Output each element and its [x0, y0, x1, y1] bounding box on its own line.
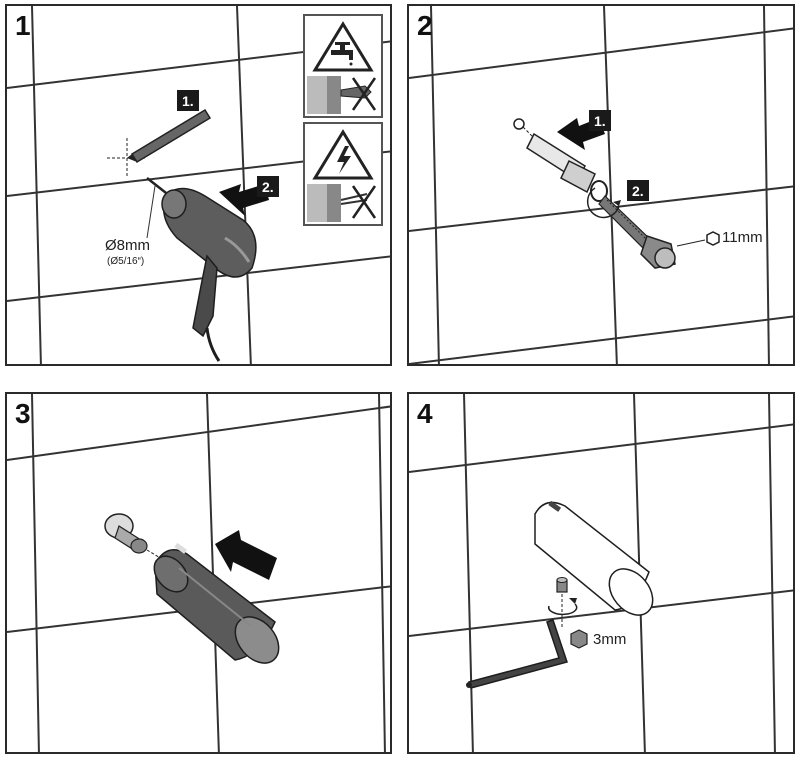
pencil-icon [127, 108, 212, 164]
forbidden-cross-icon [351, 77, 377, 111]
step-number: 4 [417, 398, 433, 429]
step-number: 3 [15, 398, 31, 429]
drill-size-label: Ø8mm [105, 237, 150, 254]
water-pipe-warning [303, 14, 383, 118]
step-label-2: 2. [627, 180, 649, 201]
cylinder-holder-icon [534, 500, 654, 616]
tighten-screw-illustration [409, 394, 793, 752]
drill-illustration [7, 6, 390, 364]
wrench-leader-line [676, 239, 706, 247]
drill-hole-marker [513, 118, 525, 130]
push-arrow-icon [219, 184, 269, 216]
anchor-illustration [409, 6, 793, 364]
cylinder-holder-icon [153, 542, 280, 664]
step-number: 2 [417, 10, 433, 41]
drill-icon [161, 187, 257, 362]
grub-screw-icon [556, 577, 568, 593]
rotate-arrow-icon [547, 603, 578, 616]
rotate-arrow-icon [586, 187, 620, 219]
size-leader-line [146, 185, 156, 239]
bolt-icon [598, 195, 676, 269]
hex-nut-icon [706, 231, 720, 246]
wall-fitting-icon [104, 513, 148, 554]
wrench-size-label: 11mm [722, 229, 763, 246]
step-number: 1 [15, 10, 31, 41]
forbidden-cross-icon [351, 185, 377, 219]
faucet-icon [331, 42, 353, 66]
electric-cable-warning [303, 122, 383, 226]
push-arrow-icon [215, 530, 277, 580]
holder-mount-illustration [7, 394, 390, 752]
drill-size-imperial-label: (Ø5/16“) [107, 256, 145, 267]
lightning-icon [337, 146, 351, 174]
step-1-panel: 1 1. 2. Ø8mm (Ø5/16“) [5, 4, 392, 366]
hex-key-icon [466, 619, 568, 689]
key-size-label: 3mm [593, 631, 627, 648]
step-label-1: 1. [177, 90, 199, 111]
hex-key-size-icon [570, 629, 588, 649]
step-2-panel: 2 1. 2. 11mm [407, 4, 795, 366]
step-label-2: 2. [257, 176, 279, 197]
step-4-panel: 4 3mm [407, 392, 795, 754]
step-label-1: 1. [589, 110, 611, 131]
step-3-panel: 3 [5, 392, 392, 754]
